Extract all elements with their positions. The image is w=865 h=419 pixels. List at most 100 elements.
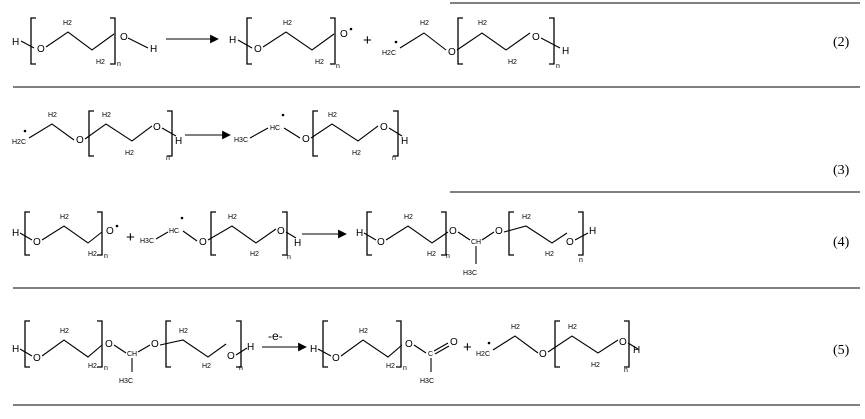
bond-line	[388, 127, 403, 137]
bond-line	[285, 231, 297, 239]
atom-label: -e-	[268, 329, 283, 343]
equation-number: (4)	[833, 235, 850, 250]
bond-line	[413, 344, 427, 354]
bond-line	[433, 342, 449, 352]
atom-label: n	[117, 61, 121, 68]
atom-label: O	[33, 237, 41, 248]
bond-line	[84, 123, 153, 142]
atom-label: O	[254, 44, 262, 55]
bond-line	[137, 344, 151, 353]
repeat-bracket	[24, 320, 30, 368]
atom-label: n	[104, 253, 108, 260]
repeat-bracket	[97, 211, 103, 256]
bond-line	[317, 348, 332, 357]
repeat-bracket	[322, 320, 328, 368]
atom-label: n	[287, 254, 291, 261]
atom-label: O	[37, 44, 45, 55]
atom-label: H2	[328, 112, 337, 119]
repeat-bracket	[110, 17, 116, 65]
atom-label: +	[463, 339, 472, 356]
atom-label: H2C	[476, 351, 490, 358]
atom-label: H2	[60, 214, 69, 221]
atom-label: O	[33, 353, 41, 364]
atom-label: n	[556, 63, 560, 70]
atom-label: H2	[545, 251, 554, 258]
repeat-bracket	[393, 110, 399, 157]
eq5-product-1: H O H2 H2 n O C O H3C	[310, 320, 458, 385]
atom-label: O	[302, 134, 310, 145]
repeat-bracket	[97, 320, 103, 368]
bond-line	[20, 40, 35, 49]
eq4-product: H O H2 H2 n O CH H3C O H2 H2 O n H	[356, 211, 596, 277]
bond-line	[249, 127, 269, 139]
bond-line	[41, 225, 103, 244]
atom-label: H	[310, 344, 317, 355]
eq2-product-2: H2C H2 O H2 H2 O n H	[382, 17, 569, 70]
repeat-bracket	[24, 211, 30, 256]
atom-label: H2	[568, 324, 577, 331]
bond-line	[207, 225, 277, 244]
atom-label: H2	[386, 363, 395, 370]
repeat-bracket	[30, 17, 36, 65]
atom-label: O	[619, 337, 627, 348]
eq5-product-2: H2C H2 O H2 H2 O n H	[476, 320, 640, 374]
bond-line	[627, 342, 639, 350]
atom-label: O	[532, 32, 540, 43]
atom-label: H2	[511, 324, 520, 331]
atom-label: O	[539, 349, 547, 360]
atom-label: H2	[404, 214, 413, 221]
atom-label: H2	[591, 362, 600, 369]
atom-label: H	[229, 35, 236, 46]
atom-label: n	[336, 63, 340, 70]
atom-label: O	[380, 122, 388, 133]
atom-label: CH	[127, 351, 137, 358]
bond-line	[340, 339, 403, 358]
atom-label: n	[239, 365, 243, 372]
bond-line	[45, 31, 115, 51]
atom-label: H2	[88, 363, 97, 370]
repeat-bracket	[246, 17, 252, 65]
atom-label: H	[356, 228, 363, 239]
radical-dot	[349, 27, 353, 31]
atom-label: H3C	[234, 137, 248, 144]
atom-label: H	[401, 136, 408, 147]
atom-label: H2	[102, 112, 111, 119]
atom-label: O	[450, 337, 458, 348]
atom-label: H2	[202, 363, 211, 370]
eq2-product-1: H O H2 H2 n O	[229, 17, 353, 70]
eq4-reactant-2: H3C HC O H2 H2 O n H	[140, 211, 301, 261]
eq2-reactant: H O H2 H2 n O H	[12, 17, 157, 68]
atom-label: H	[589, 226, 596, 237]
atom-label: H	[175, 136, 182, 147]
atom-label: O	[377, 237, 385, 248]
bond-line	[155, 231, 169, 240]
atom-label: n	[403, 365, 407, 372]
atom-label: H	[247, 342, 254, 353]
bond-line	[262, 31, 335, 51]
bond-line	[457, 231, 471, 241]
bond-line	[492, 335, 539, 354]
bond-line	[235, 347, 248, 356]
eq5-reactant: H O H2 H2 n O CH H3C O H2 H2 O n H	[12, 320, 254, 385]
eq5-arrow: -e-	[262, 329, 307, 352]
bond-line	[399, 32, 447, 51]
atom-label: H2	[359, 328, 368, 335]
bond-line	[481, 231, 495, 241]
atom-label: O	[566, 237, 574, 248]
atom-label: n	[579, 257, 583, 264]
atom-label: +	[363, 32, 372, 49]
atom-label: n	[166, 155, 170, 162]
bond-line	[28, 123, 75, 141]
bond-line	[547, 335, 619, 354]
separator-rules	[13, 2, 860, 406]
repeat-bracket	[396, 320, 402, 368]
atom-label: H2	[96, 59, 105, 66]
radical-dot	[180, 216, 184, 220]
bond-line	[159, 339, 227, 358]
atom-label: O	[495, 226, 503, 237]
bond-line	[19, 232, 33, 241]
atom-label: H2	[125, 150, 134, 157]
repeat-bracket	[549, 17, 555, 65]
bond-line	[237, 39, 253, 49]
